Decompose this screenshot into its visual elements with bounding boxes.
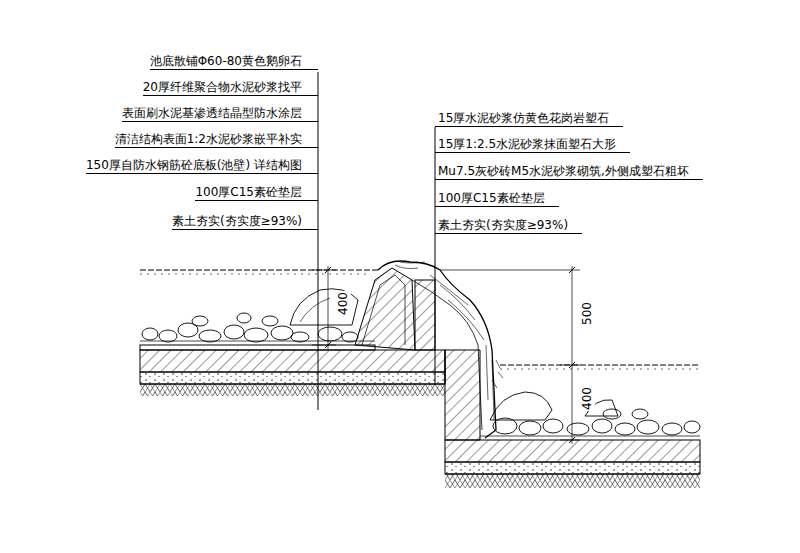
callout-note: 表面刷水泥基渗透结晶型防水涂层 xyxy=(122,106,318,122)
callout-note: 150厚自防水钢筋砼底板(池壁) 详结构图 xyxy=(86,158,318,174)
callout-note: 100厚C15素砼垫层 xyxy=(435,191,559,207)
callout-note: 素土夯实(夯实度≥93%) xyxy=(435,218,582,234)
callout-note: 100厚C15素砼垫层 xyxy=(195,185,318,201)
dimension-text: 400 xyxy=(579,386,594,411)
dimension-text: 500 xyxy=(579,301,594,326)
callout-note: 素土夯实(夯实度≥93%) xyxy=(172,214,318,230)
dimension-text: 400 xyxy=(335,291,350,316)
callout-note: 池底散铺Φ60-80黄色鹅卵石 xyxy=(150,54,318,70)
callout-note: 15厚水泥砂浆仿黄色花岗岩塑石 xyxy=(435,111,623,127)
callout-note: 20厚纤维聚合物水泥砂浆找平 xyxy=(143,80,318,96)
callout-note: Mu7.5灰砂砖M5水泥砂浆砌筑,外侧成塑石粗坏 xyxy=(435,164,703,180)
callout-note: 清洁结构表面1:2水泥砂浆嵌平补实 xyxy=(115,132,318,148)
callout-note: 15厚1:2.5水泥砂浆抹面塑石大形 xyxy=(435,137,630,153)
